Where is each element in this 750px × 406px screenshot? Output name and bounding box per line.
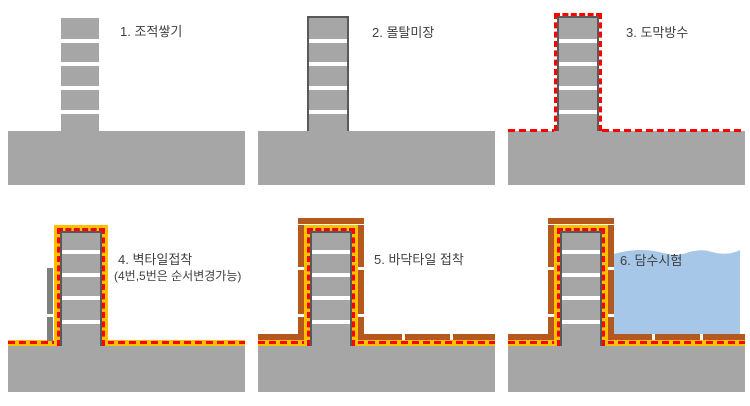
block-joint <box>309 110 347 114</box>
block-joint <box>62 320 100 324</box>
waterproofing-dashed-outline <box>554 13 602 131</box>
block-joint <box>562 320 600 324</box>
block-joint <box>61 62 99 66</box>
block-joint <box>562 273 600 277</box>
block-joint <box>559 86 597 90</box>
waterproofing-dashed-line <box>8 341 245 344</box>
floor-tile <box>258 334 298 340</box>
brick-column <box>559 18 597 131</box>
wall-tile-cap <box>298 218 364 224</box>
step-6-panel: 6. 담수시험 <box>500 200 750 406</box>
brick-column <box>62 233 100 346</box>
block-joint <box>62 273 100 277</box>
wall-tile-strip <box>608 317 614 340</box>
floor-adhesive-band <box>258 340 495 346</box>
step-3-panel: 3. 도막방수 <box>500 0 750 200</box>
block-joint <box>62 250 100 254</box>
brick-column <box>61 18 99 131</box>
block-joint <box>312 273 350 277</box>
block-joint <box>61 39 99 43</box>
step-2-panel: 2. 몰탈미장 <box>250 0 500 200</box>
foundation-slab <box>8 131 245 185</box>
block-joint <box>309 86 347 90</box>
water-shape <box>614 249 740 334</box>
waterproofing-dashed-line <box>602 129 745 132</box>
waterproofing-dashed-outline <box>307 228 355 346</box>
block-joint <box>312 320 350 324</box>
floor-tile <box>703 334 745 340</box>
wall-tile-strip <box>358 317 364 340</box>
wall-tile-cap <box>548 218 614 224</box>
brick-column <box>312 233 350 346</box>
foundation-slab <box>508 131 745 185</box>
block-joint <box>309 62 347 66</box>
foundation-slab <box>8 346 245 392</box>
block-joint <box>559 62 597 66</box>
waterproofing-dashed-line <box>508 129 554 132</box>
wall-tile-strip <box>608 270 614 314</box>
wall-tile-strip <box>47 317 53 341</box>
floor-tile <box>364 334 402 340</box>
floor-adhesive-band <box>8 340 245 346</box>
wall-tile-strip <box>548 225 554 267</box>
foundation-slab <box>508 346 745 392</box>
wall-tile-strip <box>47 268 53 314</box>
block-joint <box>559 39 597 43</box>
step-note: (4번,5번은 순서변경가능) <box>114 269 242 283</box>
wall-tile-strip <box>548 270 554 314</box>
block-joint <box>61 86 99 90</box>
brick-column <box>309 18 347 131</box>
waterproofing-dashed-line <box>508 341 745 344</box>
block-joint <box>62 296 100 300</box>
step-label: 1. 조적쌓기 <box>120 24 183 39</box>
step-4-panel: 4. 벽타일접착 (4번,5번은 순서변경가능) <box>0 200 250 406</box>
wall-tile-strip <box>548 317 554 340</box>
wall-tile-strip <box>298 317 304 340</box>
floor-tile <box>405 334 450 340</box>
waterproofing-dashed-outline <box>57 228 105 346</box>
brick-column <box>562 233 600 346</box>
step-label: 3. 도막방수 <box>626 25 689 40</box>
step-5-panel: 5. 바닥타일 접착 <box>250 200 500 406</box>
step-label: 5. 바닥타일 접착 <box>374 252 464 267</box>
block-joint <box>61 110 99 114</box>
block-joint <box>562 250 600 254</box>
wall-tile-strip <box>298 225 304 267</box>
step-1-panel: 1. 조적쌓기 <box>0 0 250 200</box>
step-label: 4. 벽타일접착 <box>118 252 193 267</box>
block-joint <box>312 250 350 254</box>
wall-tile-strip <box>358 225 364 267</box>
step-label: 6. 담수시험 <box>620 253 683 268</box>
floor-tile <box>508 334 548 340</box>
waterproofing-dashed-outline <box>557 228 605 346</box>
floor-tile <box>655 334 700 340</box>
step-label: 2. 몰탈미장 <box>372 25 435 40</box>
waterproofing-dashed-line <box>258 341 495 344</box>
wall-tile-strip <box>358 270 364 314</box>
foundation-slab <box>258 131 495 185</box>
floor-tile <box>453 334 495 340</box>
block-joint <box>312 296 350 300</box>
floor-tile <box>614 334 652 340</box>
floor-adhesive-band <box>508 340 745 346</box>
water-body <box>614 247 740 334</box>
block-joint <box>309 39 347 43</box>
block-joint <box>562 296 600 300</box>
block-joint <box>559 110 597 114</box>
wall-tile-strip <box>608 225 614 267</box>
foundation-slab <box>258 346 495 392</box>
wall-tile-strip <box>298 270 304 314</box>
